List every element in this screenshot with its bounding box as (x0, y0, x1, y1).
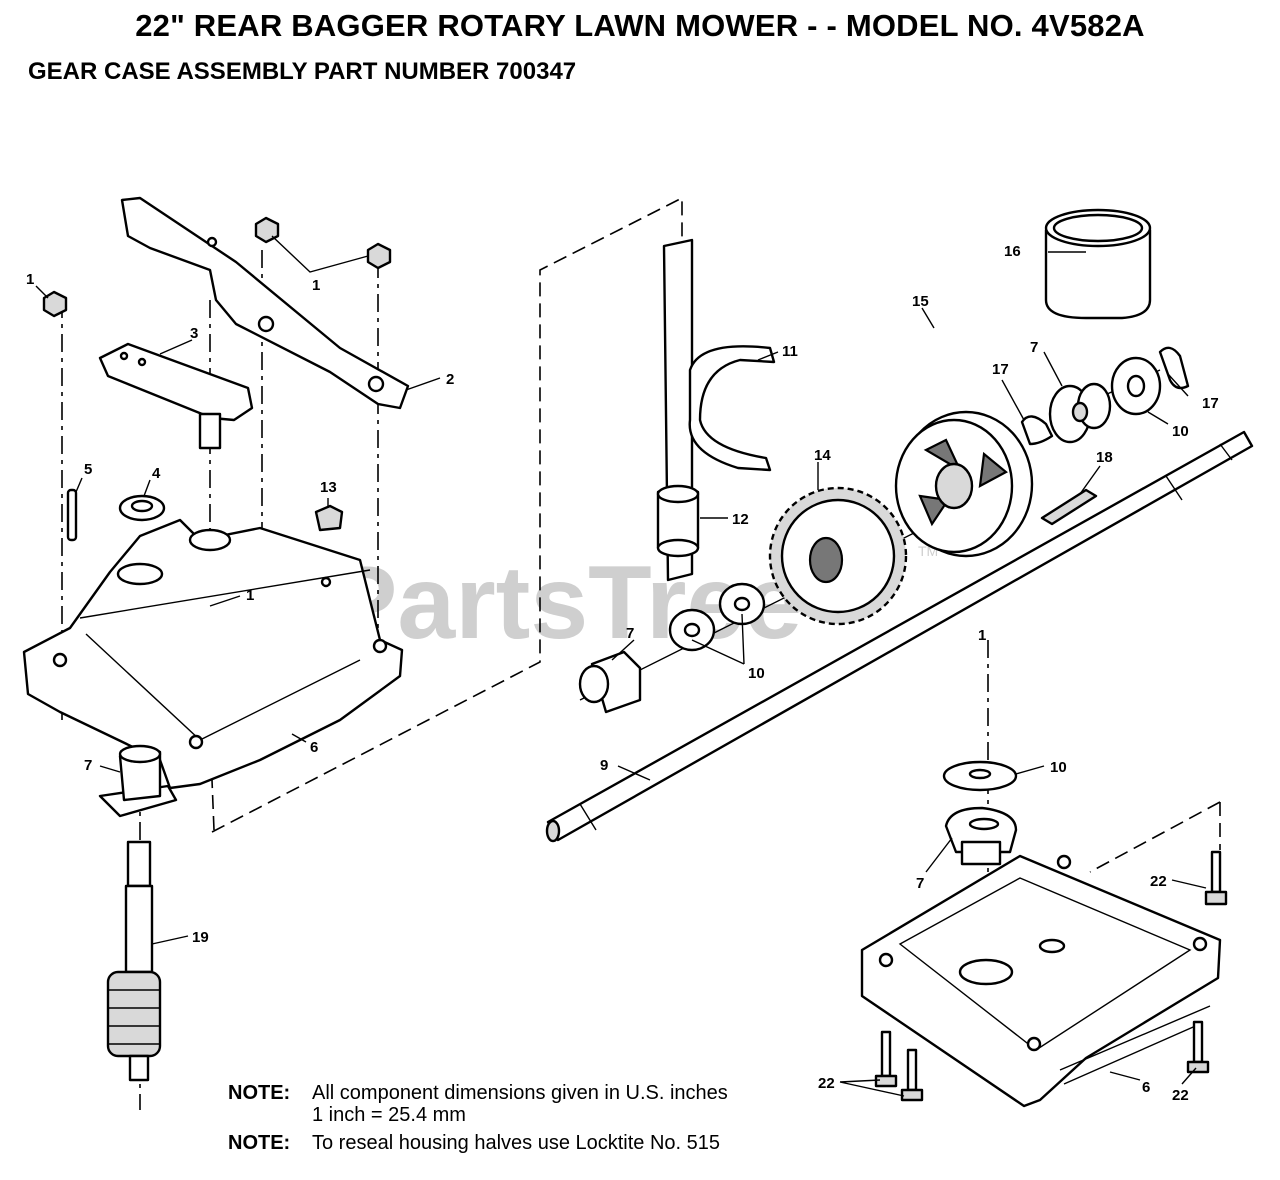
callout-22: 22 (818, 1075, 835, 1092)
callout-labels: 1 1 1 1 2 3 4 5 6 6 7 7 7 7 9 10 10 10 1… (26, 243, 1219, 1104)
callout-1: 1 (978, 627, 986, 644)
part-worm-gear (768, 486, 908, 626)
part-axle (545, 430, 1254, 843)
note-dimensions: NOTE: All component dimensions given in … (228, 1082, 728, 1104)
page-title: 22" REAR BAGGER ROTARY LAWN MOWER - - MO… (135, 8, 1145, 43)
callout-1: 1 (312, 277, 320, 294)
note-conversion: 1 inch = 25.4 mm (312, 1104, 466, 1126)
callout-10: 10 (748, 665, 765, 682)
callout-6: 6 (1142, 1079, 1150, 1096)
part-clutch-pulley (894, 410, 1034, 558)
callout-11: 11 (782, 343, 798, 360)
callout-1: 1 (26, 271, 34, 288)
callout-7: 7 (916, 875, 924, 892)
callout-7: 7 (626, 625, 634, 642)
part-spacer (656, 484, 700, 558)
leader-lines (35, 235, 1207, 1097)
callout-22: 22 (1172, 1087, 1189, 1104)
callout-6: 6 (310, 739, 318, 756)
note-text: To reseal housing halves use Locktite No… (312, 1132, 721, 1154)
callout-22: 22 (1150, 873, 1167, 890)
part-shift-lever (98, 342, 254, 450)
callout-7: 7 (84, 757, 92, 774)
part-pin (66, 488, 78, 542)
callout-3: 3 (190, 325, 198, 342)
callout-19: 19 (192, 929, 209, 946)
callout-13: 13 (320, 479, 337, 496)
part-retainer-ring-right (1020, 415, 1054, 446)
callout-9: 9 (600, 757, 608, 774)
part-plug (314, 504, 344, 532)
part-bracket (120, 196, 410, 410)
callout-18: 18 (1096, 449, 1113, 466)
part-seal (118, 494, 166, 522)
part-upper-gear-housing (22, 518, 404, 790)
part-bushing-right (1048, 382, 1112, 444)
part-retainer-ring-far (1158, 346, 1190, 390)
part-lower-gear-housing (860, 854, 1222, 1108)
part-washer-right (1110, 356, 1162, 416)
callout-17: 17 (1202, 395, 1219, 412)
part-bushing-lower (944, 806, 1018, 866)
note-text: All component dimensions given in U.S. i… (312, 1082, 728, 1104)
callout-16: 16 (1004, 243, 1021, 260)
callout-2: 2 (446, 371, 454, 388)
note-label: NOTE: (228, 1132, 291, 1154)
assembly-subtitle: GEAR CASE ASSEMBLY PART NUMBER 700347 (28, 58, 577, 85)
callout-10: 10 (1172, 423, 1189, 440)
callout-10: 10 (1050, 759, 1067, 776)
callout-1: 1 (246, 587, 254, 604)
part-bushing-left (98, 744, 178, 818)
note-reseal: NOTE: To reseal housing halves use Lockt… (228, 1132, 728, 1154)
part-screws (874, 850, 1228, 1102)
part-bushing-center (578, 650, 642, 714)
part-worm-shaft (106, 840, 162, 1082)
callout-17: 17 (992, 361, 1009, 378)
note-label: NOTE: (228, 1082, 291, 1104)
callout-5: 5 (84, 461, 92, 478)
part-washer-lower (942, 760, 1018, 792)
callout-7: 7 (1030, 339, 1038, 356)
callout-15: 15 (912, 293, 929, 310)
part-washers-center (668, 582, 766, 652)
callout-12: 12 (732, 511, 749, 528)
callout-4: 4 (152, 465, 161, 482)
notes-block: NOTE: All component dimensions given in … (228, 1082, 728, 1154)
part-bearing-sleeve (1044, 208, 1152, 320)
part-key (1040, 488, 1098, 526)
callout-14: 14 (814, 447, 831, 464)
